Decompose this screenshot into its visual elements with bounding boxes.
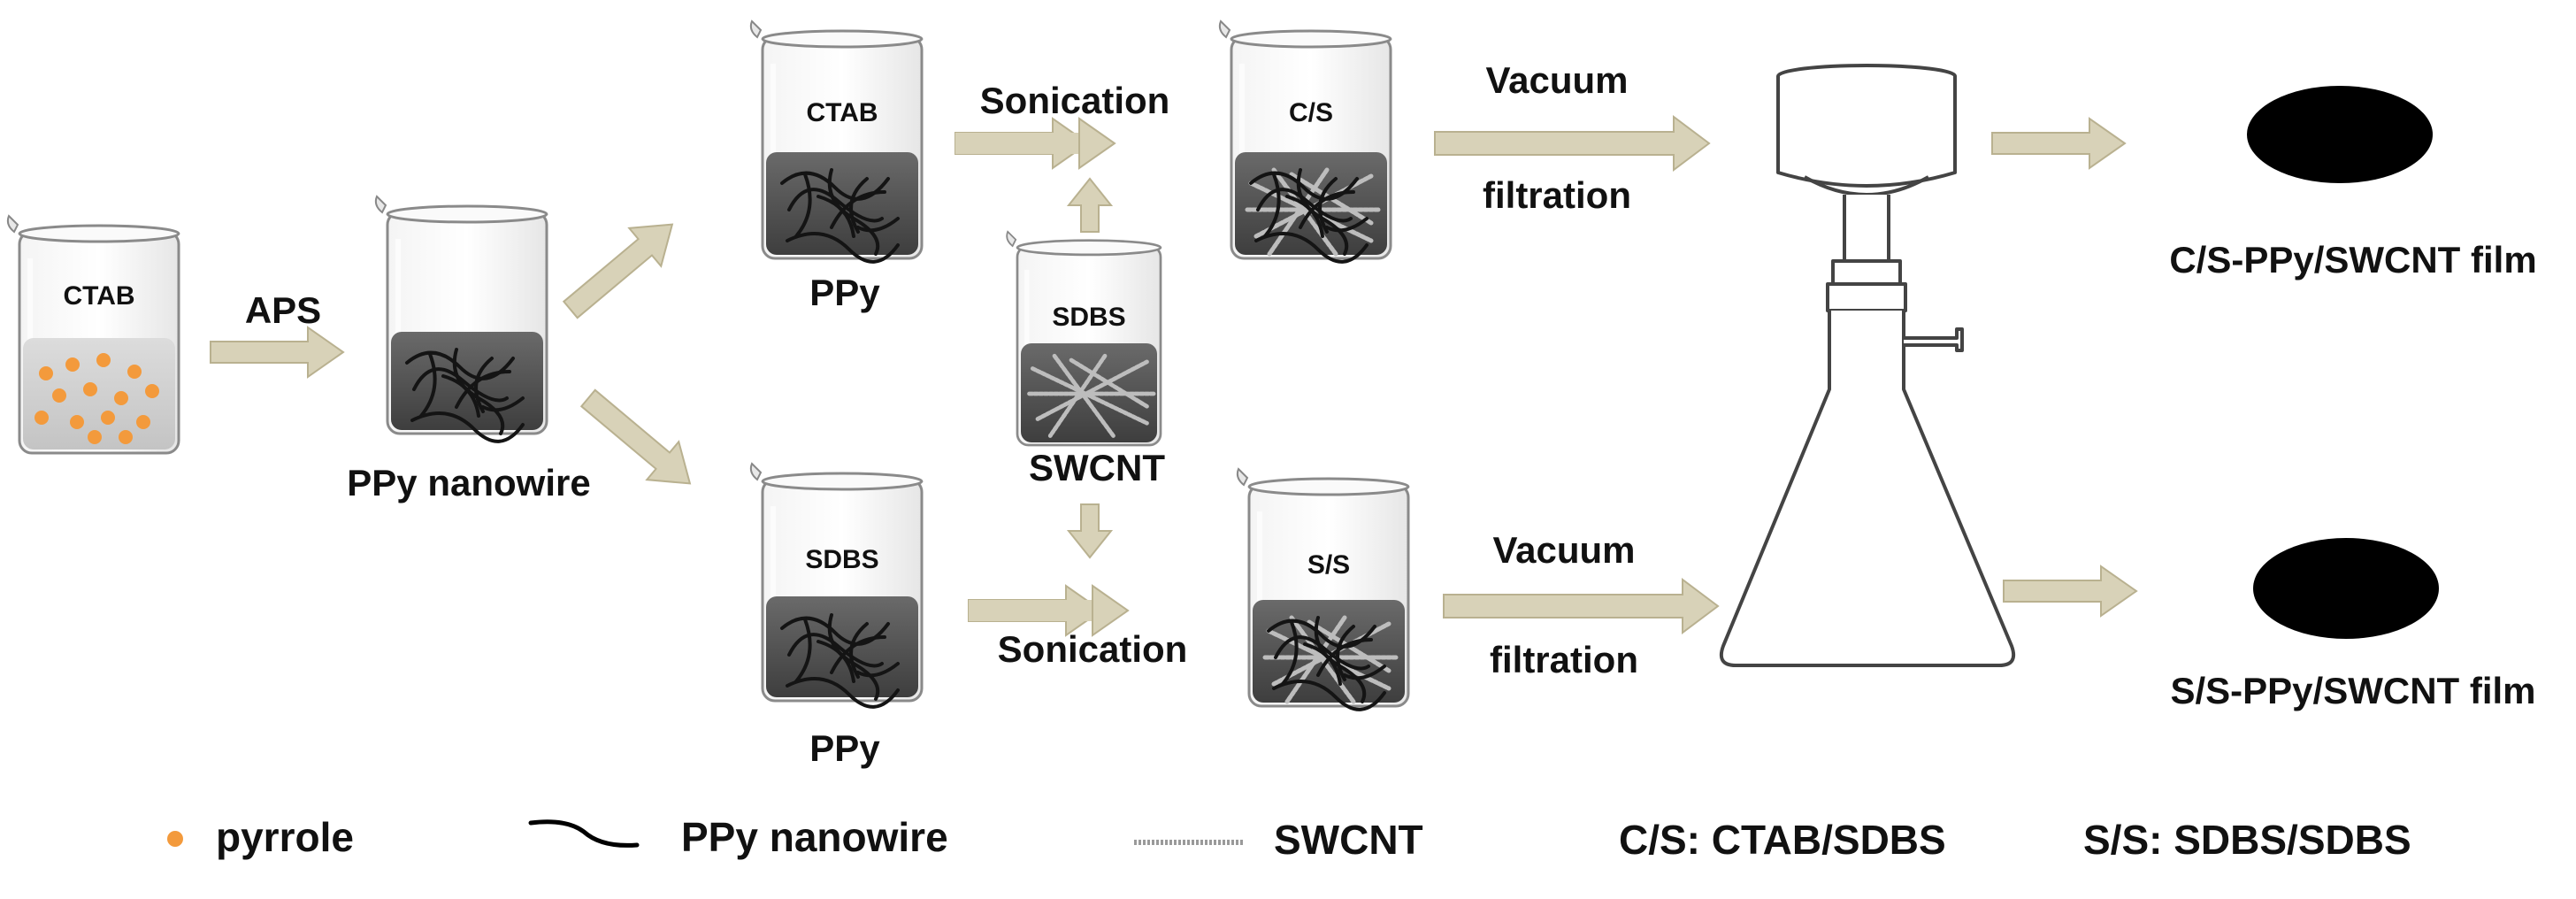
beaker-label-sdbs-bottom: SDBS	[805, 545, 878, 574]
label-filtration-bottom: filtration	[1490, 639, 1638, 680]
beaker-ppy-nanowire	[376, 196, 547, 443]
label-ppy-bottom: PPy	[809, 727, 880, 769]
legend: pyrrole PPy nanowire SWCNT C/S: CTAB/SDB…	[167, 814, 2411, 863]
beaker-cs-mix: C/S	[1220, 21, 1391, 264]
arrow-vacuum-top	[1434, 116, 1710, 171]
label-vacuum-top: Vacuum	[1485, 59, 1628, 101]
beaker-ctab-pyrrole: CTAB	[8, 216, 179, 453]
film-cs	[2247, 86, 2433, 183]
label-ppy-nanowire: PPy nanowire	[347, 462, 590, 503]
beaker-label-ctab-top: CTAB	[806, 98, 878, 127]
label-aps: APS	[245, 289, 321, 331]
beaker-ss-mix: S/S	[1238, 469, 1408, 711]
beaker-ppy-sdbs: SDBS	[751, 464, 922, 709]
vacuum-filtration-apparatus	[1719, 64, 2016, 667]
label-vacuum-bottom: Vacuum	[1492, 529, 1635, 571]
beaker-label-ss: S/S	[1307, 550, 1350, 580]
film-ss	[2253, 538, 2439, 639]
arrow-to-film-bottom	[2003, 565, 2137, 617]
pyrrole-droplets	[34, 353, 159, 444]
beaker-ppy-ctab: CTAB	[751, 21, 922, 264]
beaker-label-cs: C/S	[1289, 98, 1333, 127]
arrow-diag-down	[571, 378, 707, 503]
legend-cs-definition: C/S: CTAB/SDBS	[1619, 817, 1946, 863]
arrow-diag-up	[554, 204, 689, 330]
arrow-sonication-top	[954, 117, 1116, 170]
nanowire-marker-icon	[528, 819, 640, 848]
pyrrole-marker-icon	[167, 831, 183, 847]
arrow-aps	[210, 327, 344, 378]
label-film-bottom: S/S-PPy/SWCNT film	[2170, 670, 2535, 711]
label-ppy-top: PPy	[809, 272, 880, 313]
label-film-top: C/S-PPy/SWCNT film	[2169, 239, 2536, 280]
legend-pyrrole: pyrrole	[216, 814, 354, 860]
arrow-sonication-bottom	[968, 584, 1130, 637]
arrow-vacuum-bottom	[1443, 579, 1719, 634]
legend-ss-definition: S/S: SDBS/SDBS	[2083, 817, 2411, 863]
label-sonication-top: Sonication	[980, 80, 1170, 121]
beaker-swcnt-sdbs: SDBS	[1007, 232, 1161, 445]
beaker-label-sdbs-center: SDBS	[1052, 303, 1125, 332]
beaker-label-ctab: CTAB	[63, 281, 134, 311]
arrow-swcnt-up	[1068, 178, 1112, 233]
arrow-swcnt-down	[1068, 503, 1112, 558]
label-swcnt: SWCNT	[1029, 447, 1165, 488]
label-filtration-top: filtration	[1483, 174, 1631, 216]
legend-ppy-nanowire: PPy nanowire	[681, 814, 948, 860]
legend-swcnt: SWCNT	[1274, 817, 1423, 863]
label-sonication-bottom: Sonication	[998, 628, 1188, 670]
arrow-to-film-top	[1991, 118, 2126, 169]
